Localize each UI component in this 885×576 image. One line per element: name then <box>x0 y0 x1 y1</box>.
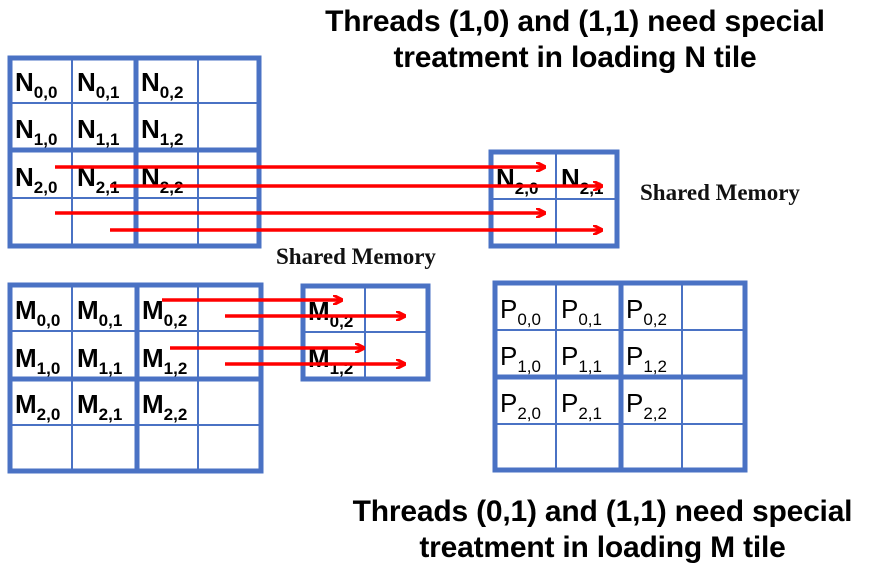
cell-label-n: N0,1 <box>77 67 119 102</box>
cell-label-n: N1,0 <box>15 114 57 149</box>
matrix-border <box>7 282 264 474</box>
cell-label-p: P0,2 <box>626 294 667 329</box>
cell-label-p: P0,1 <box>561 294 602 329</box>
matrix-border <box>492 280 748 473</box>
cell-label-p: P2,0 <box>500 388 541 423</box>
cell-label-p: P1,1 <box>561 341 602 376</box>
cell-label-m: M1,0 <box>15 343 60 378</box>
caption-m-line2: treatment in loading M tile <box>419 531 786 564</box>
cell-label-n: N2,1 <box>77 162 119 197</box>
cell-label-m: M1,2 <box>142 343 187 378</box>
cell-label-m: M2,2 <box>142 389 187 424</box>
matrix-p <box>492 280 748 473</box>
cell-label-p: P2,2 <box>626 388 667 423</box>
caption-n-line2: treatment in loading N tile <box>393 41 757 74</box>
cell-label-m: M2,1 <box>77 389 122 424</box>
cell-label-n: N2,0 <box>15 162 57 197</box>
cell-label-m: M2,0 <box>15 389 60 424</box>
cell-label-p: P0,0 <box>500 294 541 329</box>
caption-n-tile: Threads (1,0) and (1,1) need special tre… <box>282 4 868 76</box>
cell-label-p: P1,2 <box>626 341 667 376</box>
cell-label-p: P2,1 <box>561 388 602 423</box>
shared-memory-label-m: Shared Memory <box>276 244 436 269</box>
cell-label-m: M0,2 <box>142 295 187 330</box>
caption-n-line1: Threads (1,0) and (1,1) need special <box>325 5 825 38</box>
caption-m-line1: Threads (0,1) and (1,1) need special <box>352 495 853 528</box>
cell-label-p: P1,0 <box>500 341 541 376</box>
matrix-border <box>7 55 262 249</box>
cell-label-m: M1,1 <box>77 343 122 378</box>
cell-label-n: N1,2 <box>141 114 183 149</box>
cell-label-n: N1,1 <box>77 114 119 149</box>
shared-memory-label-n: Shared Memory <box>640 180 800 205</box>
cell-label-n: N0,2 <box>141 67 183 102</box>
cell-label-n: N0,0 <box>15 67 57 102</box>
cell-label-m: M0,1 <box>77 295 122 330</box>
matrix-border <box>300 283 431 382</box>
cell-label-m: M0,0 <box>15 295 60 330</box>
matrix-m <box>7 282 264 474</box>
caption-m-tile: Threads (0,1) and (1,1) need special tre… <box>320 494 885 566</box>
matrix-border <box>488 149 620 249</box>
